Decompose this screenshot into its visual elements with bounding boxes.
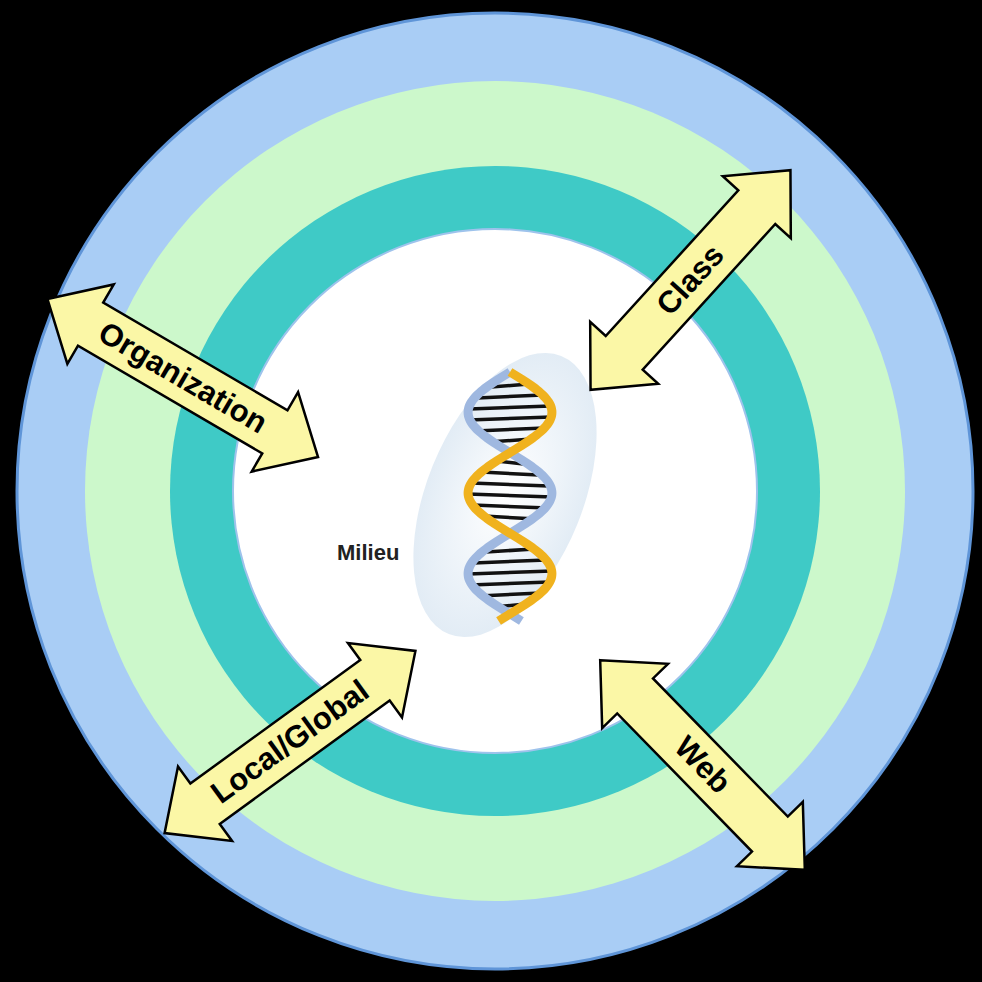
dna-rung xyxy=(471,483,549,486)
dna-strand xyxy=(468,372,552,621)
centre-disc xyxy=(233,229,757,753)
dna-rung xyxy=(468,494,552,497)
arrow-outline xyxy=(567,628,837,902)
arrow-outline xyxy=(556,139,824,421)
dna-rung xyxy=(486,549,534,552)
dna-rung xyxy=(473,505,548,508)
dna-rung xyxy=(469,417,552,420)
dna-rung xyxy=(470,582,550,585)
arrow-label: Class xyxy=(649,237,731,322)
inner-ring xyxy=(170,166,820,816)
dna-strand xyxy=(468,372,552,621)
arrow-outline xyxy=(24,259,341,497)
centre-label: Milieu xyxy=(337,540,399,566)
dna-rung xyxy=(469,406,550,409)
dna-rung xyxy=(474,560,546,563)
middle-ring xyxy=(85,81,905,901)
dna-helix xyxy=(468,372,552,621)
dna-rung xyxy=(477,395,543,398)
dna-rung xyxy=(481,472,539,475)
dna-rung xyxy=(476,428,545,431)
outer-ring xyxy=(17,13,973,969)
arrow-label: Web xyxy=(666,729,737,801)
dna-rung xyxy=(468,571,552,574)
arrow-outline xyxy=(138,614,443,871)
